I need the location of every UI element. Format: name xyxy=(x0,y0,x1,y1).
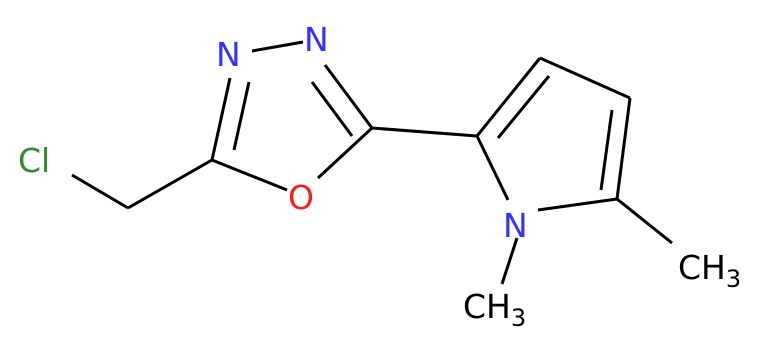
atom-n-pyrrole-symbol: N xyxy=(503,206,528,245)
bond-o1-c5 xyxy=(211,158,288,192)
atom-ch3-n: CH3 xyxy=(463,287,526,332)
bond-c4p-c5p xyxy=(615,97,632,200)
bond-oxadiazole-pyrrole xyxy=(371,126,478,138)
bond-n3-c2 xyxy=(323,64,374,129)
bond-ch2-c5 xyxy=(127,158,213,210)
bond-cl-ch2 xyxy=(71,173,129,210)
bond-c2p-c3p-inner xyxy=(496,75,551,139)
atom-n3-symbol: N xyxy=(304,20,329,59)
atom-ch3-n-symbol: CH xyxy=(463,287,511,326)
bond-n1p-c2p xyxy=(475,135,510,201)
atom-n4: N xyxy=(216,35,241,74)
atom-ch3-ring-symbol: CH xyxy=(678,248,726,287)
bond-c5p-n1p xyxy=(537,197,618,212)
atom-cl: Cl xyxy=(18,141,50,180)
bonds xyxy=(71,40,673,285)
bond-c3p-c4p xyxy=(539,56,631,100)
bond-c2p-c3p xyxy=(475,57,542,137)
bond-c4p-c5p-inner xyxy=(599,109,614,191)
atom-n4-symbol: N xyxy=(216,35,241,74)
atom-ch3-ring: CH3 xyxy=(678,248,741,293)
atom-ch3-ring-subscript: 3 xyxy=(726,265,741,293)
atom-n3: N xyxy=(304,20,329,59)
atom-ch3-n-subscript: 3 xyxy=(511,304,526,332)
atom-o1: O xyxy=(288,178,314,217)
bond-n4-n3 xyxy=(251,40,304,53)
bond-c5p-ch3 xyxy=(616,197,673,245)
atom-n-pyrrole: N xyxy=(503,206,528,245)
bond-c2-o1 xyxy=(316,126,374,180)
atom-labels: Cl N N O N CH3 CH3 xyxy=(18,20,741,332)
bond-c5-n4 xyxy=(210,77,232,161)
bond-c5-n4-inner xyxy=(232,81,251,151)
bond-n1p-ch3 xyxy=(500,237,519,285)
atom-cl-symbol: Cl xyxy=(18,141,50,180)
atom-o1-symbol: O xyxy=(288,178,314,217)
bond-n3-c2-inner xyxy=(310,81,354,137)
